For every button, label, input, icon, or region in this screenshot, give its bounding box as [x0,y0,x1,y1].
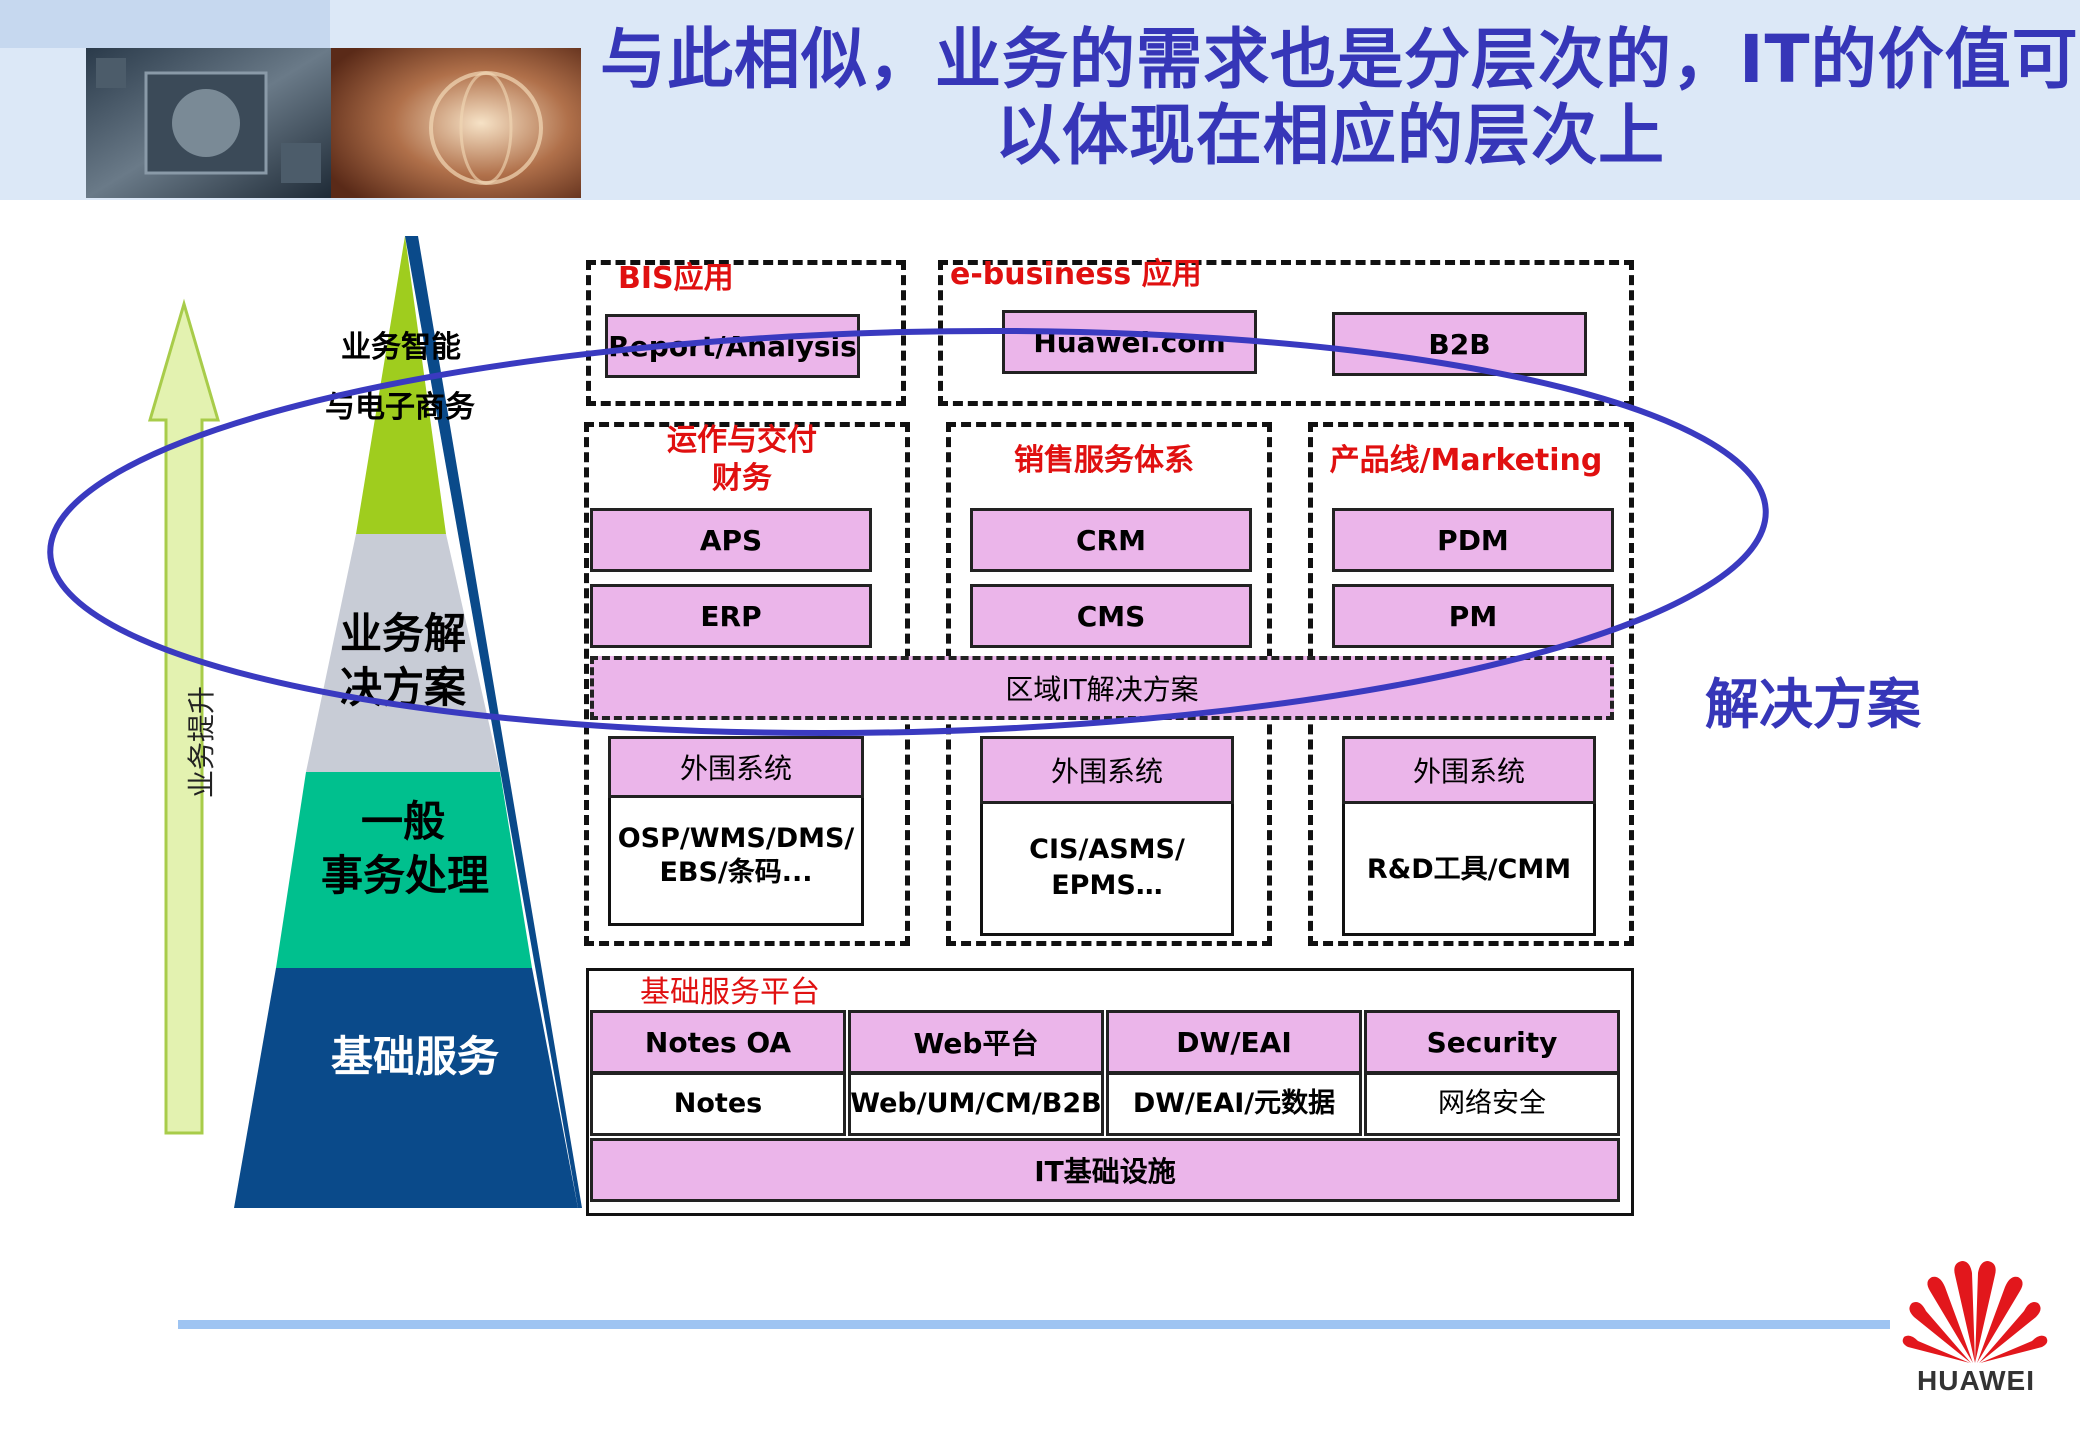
sales-service-label: 销售服务体系 [1014,443,1194,478]
cms-box: CMS [970,584,1252,648]
periph-body-2-line-2: EPMS… [1051,870,1163,901]
pyramid-label-solution-1: 业务解 [339,609,466,658]
erp-box: ERP [590,584,872,648]
pyramid-label-solution-2: 决方案 [339,663,466,712]
rise-label-text: 业务提升 [185,686,218,799]
platform-item-2-bottom: Web/UM/CM/B2B [848,1072,1104,1136]
b2b-box: B2B [1332,312,1587,376]
periph-body-2-line-1: CIS/ASMS/ [1029,834,1185,865]
periph-body-3-line-1: R&D工具/CMM [1366,854,1572,885]
periph-title-3: 外围系统 [1342,736,1596,804]
pyramid-general-layer [276,772,532,968]
platform-item-4-bottom: 网络安全 [1364,1072,1620,1136]
platform-item-1-top: Notes OA [590,1010,846,1074]
pyramid-label-ecommerce: 与电子商务 [325,390,475,425]
periph-title-2: 外围系统 [980,736,1234,804]
platform-label: 基础服务平台 [640,975,820,1010]
regional-it-solution-box: 区域IT解决方案 [590,656,1614,720]
platform-item-3-bottom: DW/EAI/元数据 [1106,1072,1362,1136]
periph-body-3: R&D工具/CMM [1344,852,1594,888]
ebusiness-label: e-business 应用 [950,257,1202,292]
product-marketing-label: 产品线/Marketing [1329,443,1603,478]
periph-body-2: CIS/ASMS/ EPMS… [982,832,1232,904]
report-analysis-box: Report/Analysis [605,314,860,378]
crm-box: CRM [970,508,1252,572]
header-photo [86,48,581,198]
rise-label: 业务提升 [170,660,230,820]
periph-body-1: OSP/WMS/DMS/ EBS/条码... [610,822,862,890]
platform-item-2-top: Web平台 [848,1010,1104,1074]
solution-label: 解决方案 [1705,673,1921,736]
title-line-2: 以体现在相应的层次上 [995,97,1665,174]
operations-label-2: 财务 [712,461,772,496]
footer-line [178,1320,1890,1329]
periph-body-1-line-1: OSP/WMS/DMS/ [617,823,855,854]
huawei-logo-text: HUAWEI [1917,1365,2035,1396]
operations-label-1: 运作与交付 [667,423,817,458]
pyramid-label-general-2: 事务处理 [320,851,489,900]
title-line-1: 与此相似，业务的需求也是分层次的，IT的价值可 [600,21,2079,98]
huawei-com-box: Huawei.com [1002,310,1257,374]
aps-box: APS [590,508,872,572]
periph-body-1-line-2: EBS/条码... [659,857,813,888]
platform-item-1-bottom: Notes [590,1072,846,1136]
huawei-logo-icon [1902,1261,2048,1363]
periph-title-1: 外围系统 [608,736,864,798]
regional-it-solution-text: 区域IT解决方案 [1005,673,1199,706]
it-infrastructure-box: IT基础设施 [590,1138,1620,1202]
header-strip [0,0,330,48]
pyramid-label-general-1: 一般 [360,797,445,846]
platform-item-3-top: DW/EAI [1106,1010,1362,1074]
platform-item-4-top: Security [1364,1010,1620,1074]
slide-title: 与此相似，业务的需求也是分层次的，IT的价值可 以体现在相应的层次上 [600,21,2079,174]
pyramid-label-base: 基础服务 [330,1032,499,1081]
bis-label: BIS应用 [618,261,734,296]
pm-box: PM [1332,584,1614,648]
pyramid-base-layer [234,968,578,1208]
pdm-box: PDM [1332,508,1614,572]
pyramid-label-bi: 业务智能 [341,330,461,365]
